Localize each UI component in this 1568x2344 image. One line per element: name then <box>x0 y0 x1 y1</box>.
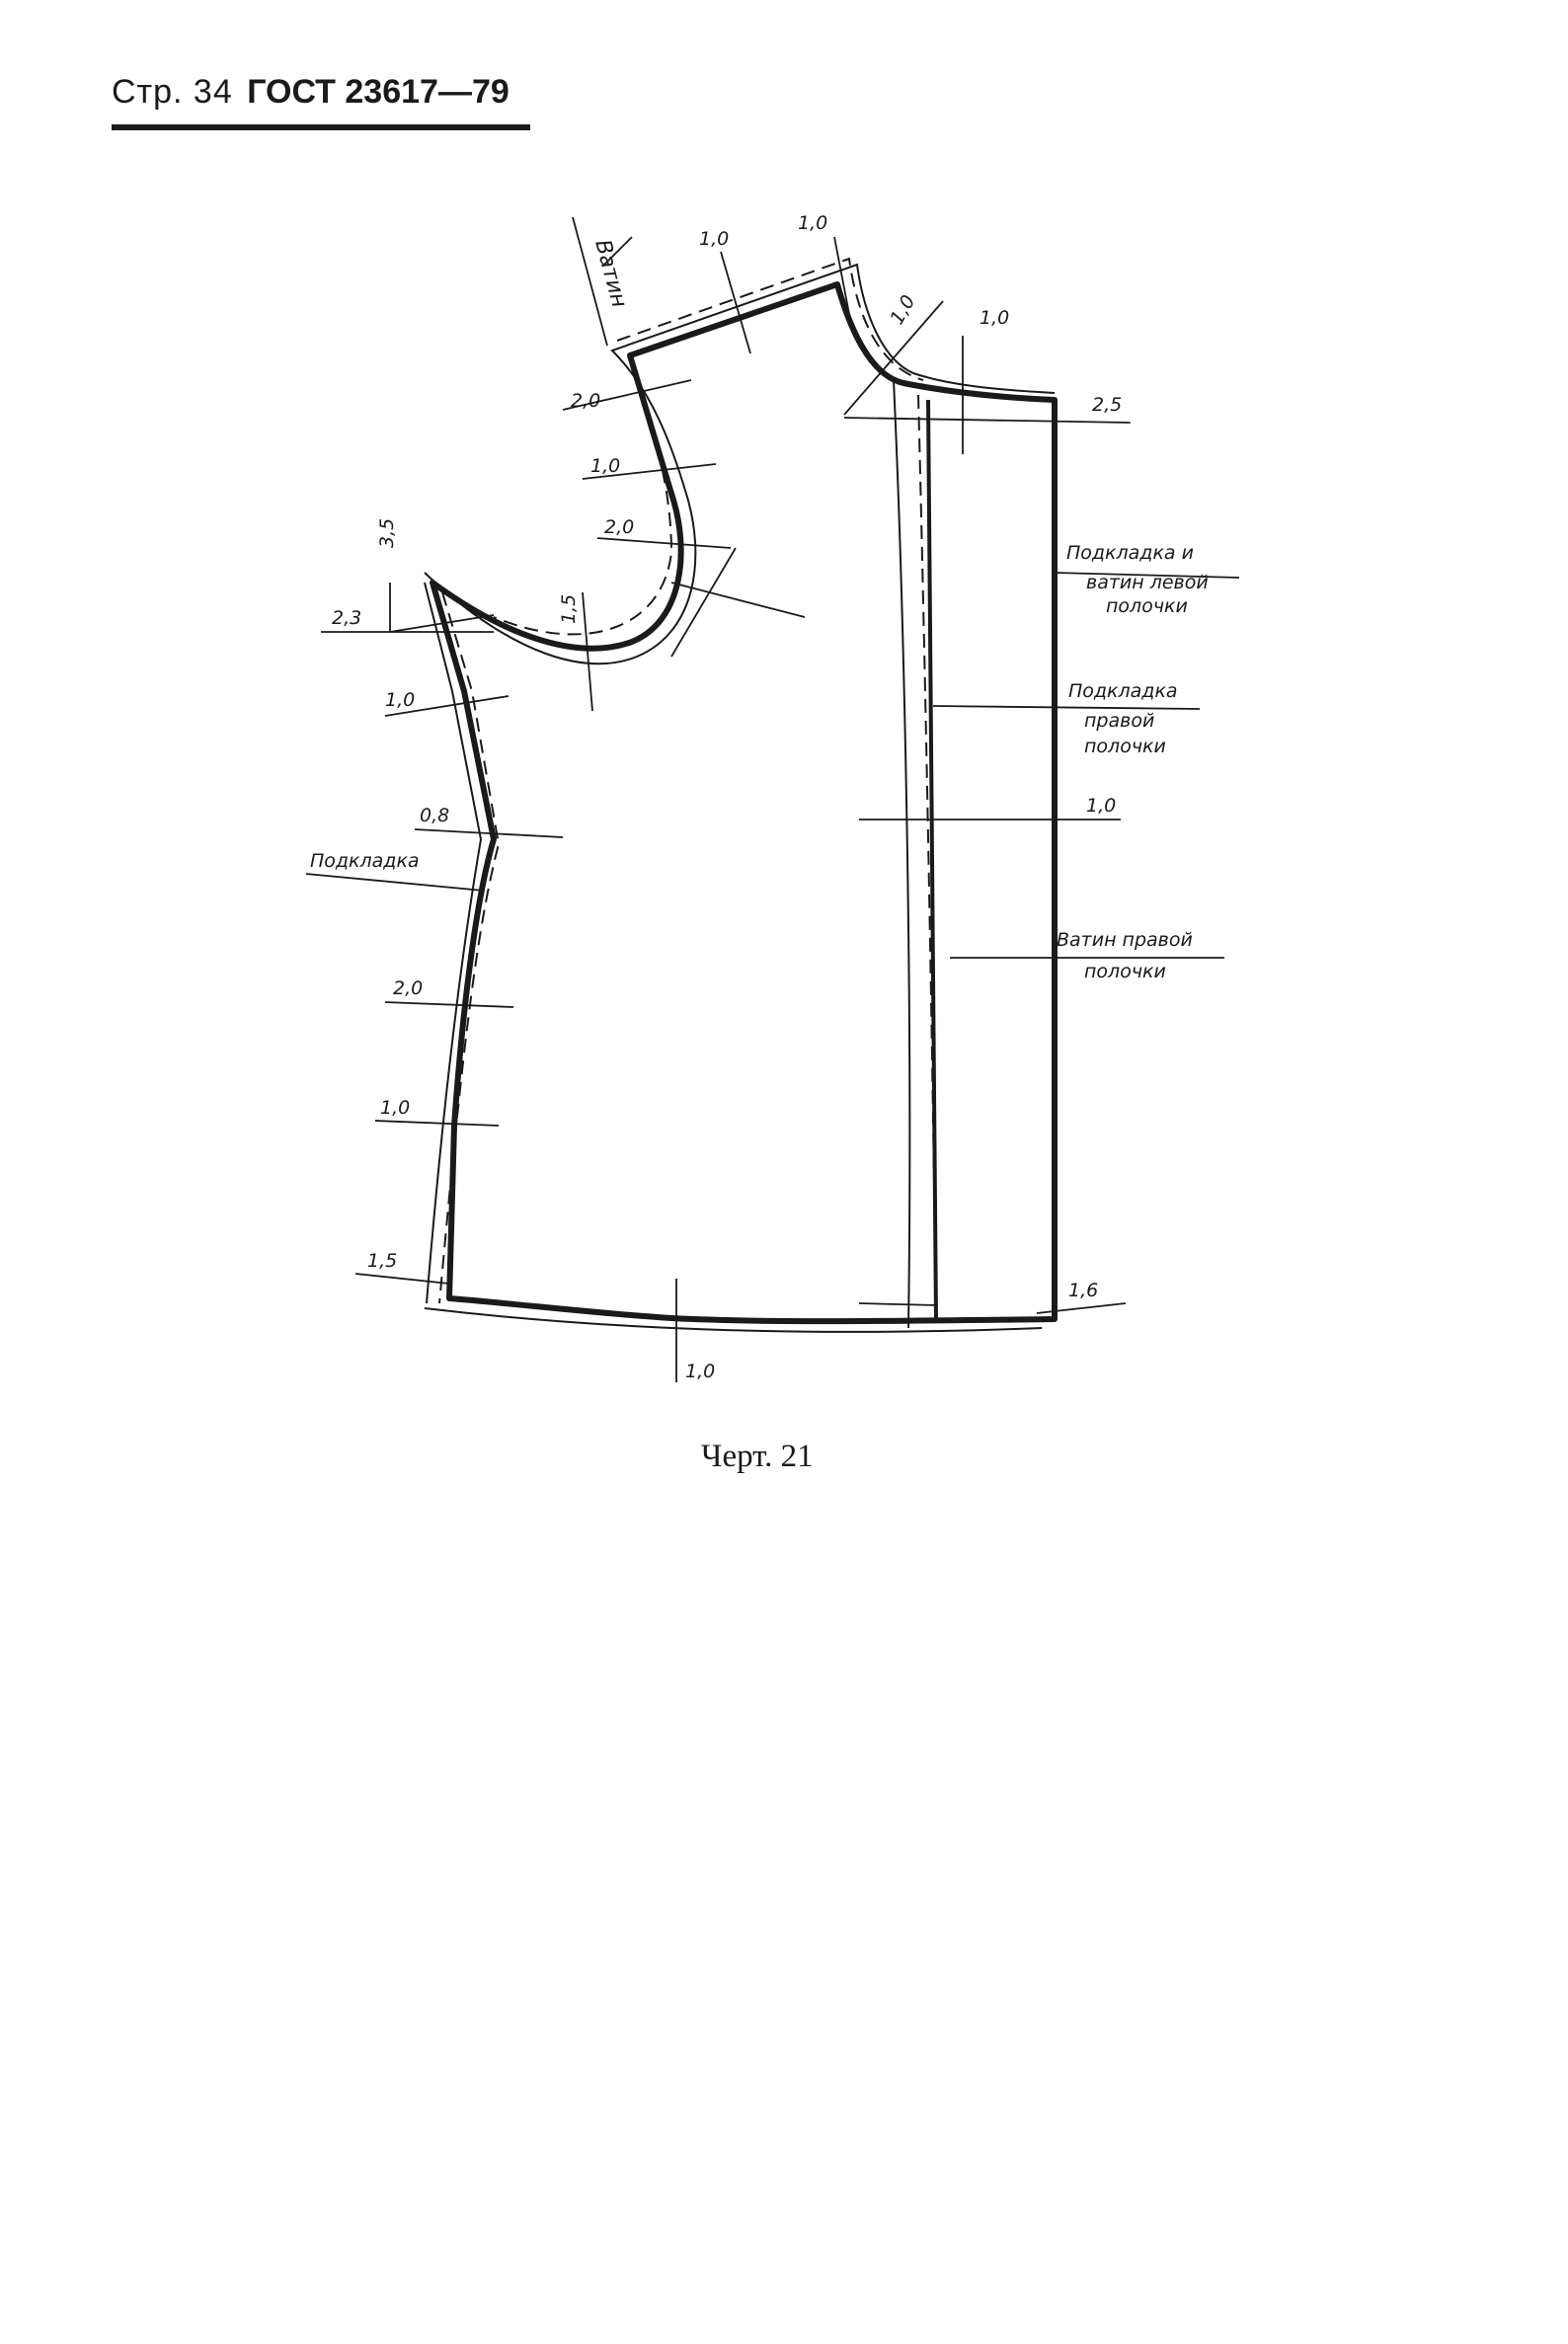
lining-dashed-armhole <box>493 364 673 636</box>
lining-dashed-left <box>438 591 501 1304</box>
label-armhole-bottom: 1,5 <box>558 594 580 624</box>
label-hem-right: 1,6 <box>1068 1280 1098 1301</box>
standard-number: ГОСТ 23617—79 <box>247 73 510 111</box>
label-side-3: 2,0 <box>393 977 423 999</box>
label-armhole-2: 1,0 <box>590 455 620 477</box>
label-mid-right: 1,0 <box>1086 795 1116 817</box>
label-side-2: 0,8 <box>420 805 449 826</box>
label-right-lining-2: правой <box>1084 710 1154 732</box>
label-right-batting-1: Ватин правой <box>1057 929 1193 951</box>
page-number: Стр. 34 <box>112 73 233 111</box>
pattern-outline <box>430 281 1058 1325</box>
label-armhole-1: 2,0 <box>571 390 600 412</box>
label-side-1: 1,0 <box>385 689 415 711</box>
label-shoulder-left: 1,0 <box>699 228 729 250</box>
front-edge-line-1 <box>893 379 911 1329</box>
header-rule <box>112 124 530 130</box>
label-side-top: 2,3 <box>332 607 361 629</box>
front-edge-line-2 <box>926 399 938 1322</box>
label-left-front-1: Подкладка и <box>1066 542 1194 564</box>
left-allowance-line <box>424 582 483 1304</box>
figure-caption: Черт. 21 <box>701 1439 814 1474</box>
label-right-lining-1: Подкладка <box>1068 680 1178 702</box>
dimension-lines <box>305 216 1240 1382</box>
label-right-lining-3: полочки <box>1084 736 1166 757</box>
lining-dashed-top <box>616 257 924 381</box>
label-hem-bottom: 1,0 <box>685 1361 715 1382</box>
label-left-front-3: полочки <box>1106 595 1188 617</box>
label-shoulder-right: 1,0 <box>798 212 827 234</box>
label-lining-left: Подкладка <box>310 850 420 872</box>
page-header: Стр. 34 ГОСТ 23617—79 <box>112 73 530 132</box>
label-top-vert: 3,5 <box>376 518 398 548</box>
label-batting-top: Ватин <box>589 237 631 310</box>
label-neck-diag: 1,0 <box>886 291 919 328</box>
label-neck-right: 2,5 <box>1092 394 1122 416</box>
bottom-allowance-line <box>424 1307 1043 1333</box>
label-hem-left: 1,5 <box>367 1250 397 1272</box>
label-side-4: 1,0 <box>380 1097 410 1119</box>
label-armhole-3: 2,0 <box>604 516 634 538</box>
label-neck-top: 1,0 <box>980 307 1009 329</box>
label-left-front-2: ватин левой <box>1086 572 1209 593</box>
label-right-batting-2: полочки <box>1084 961 1166 982</box>
outer-allowance-line <box>424 263 1056 665</box>
